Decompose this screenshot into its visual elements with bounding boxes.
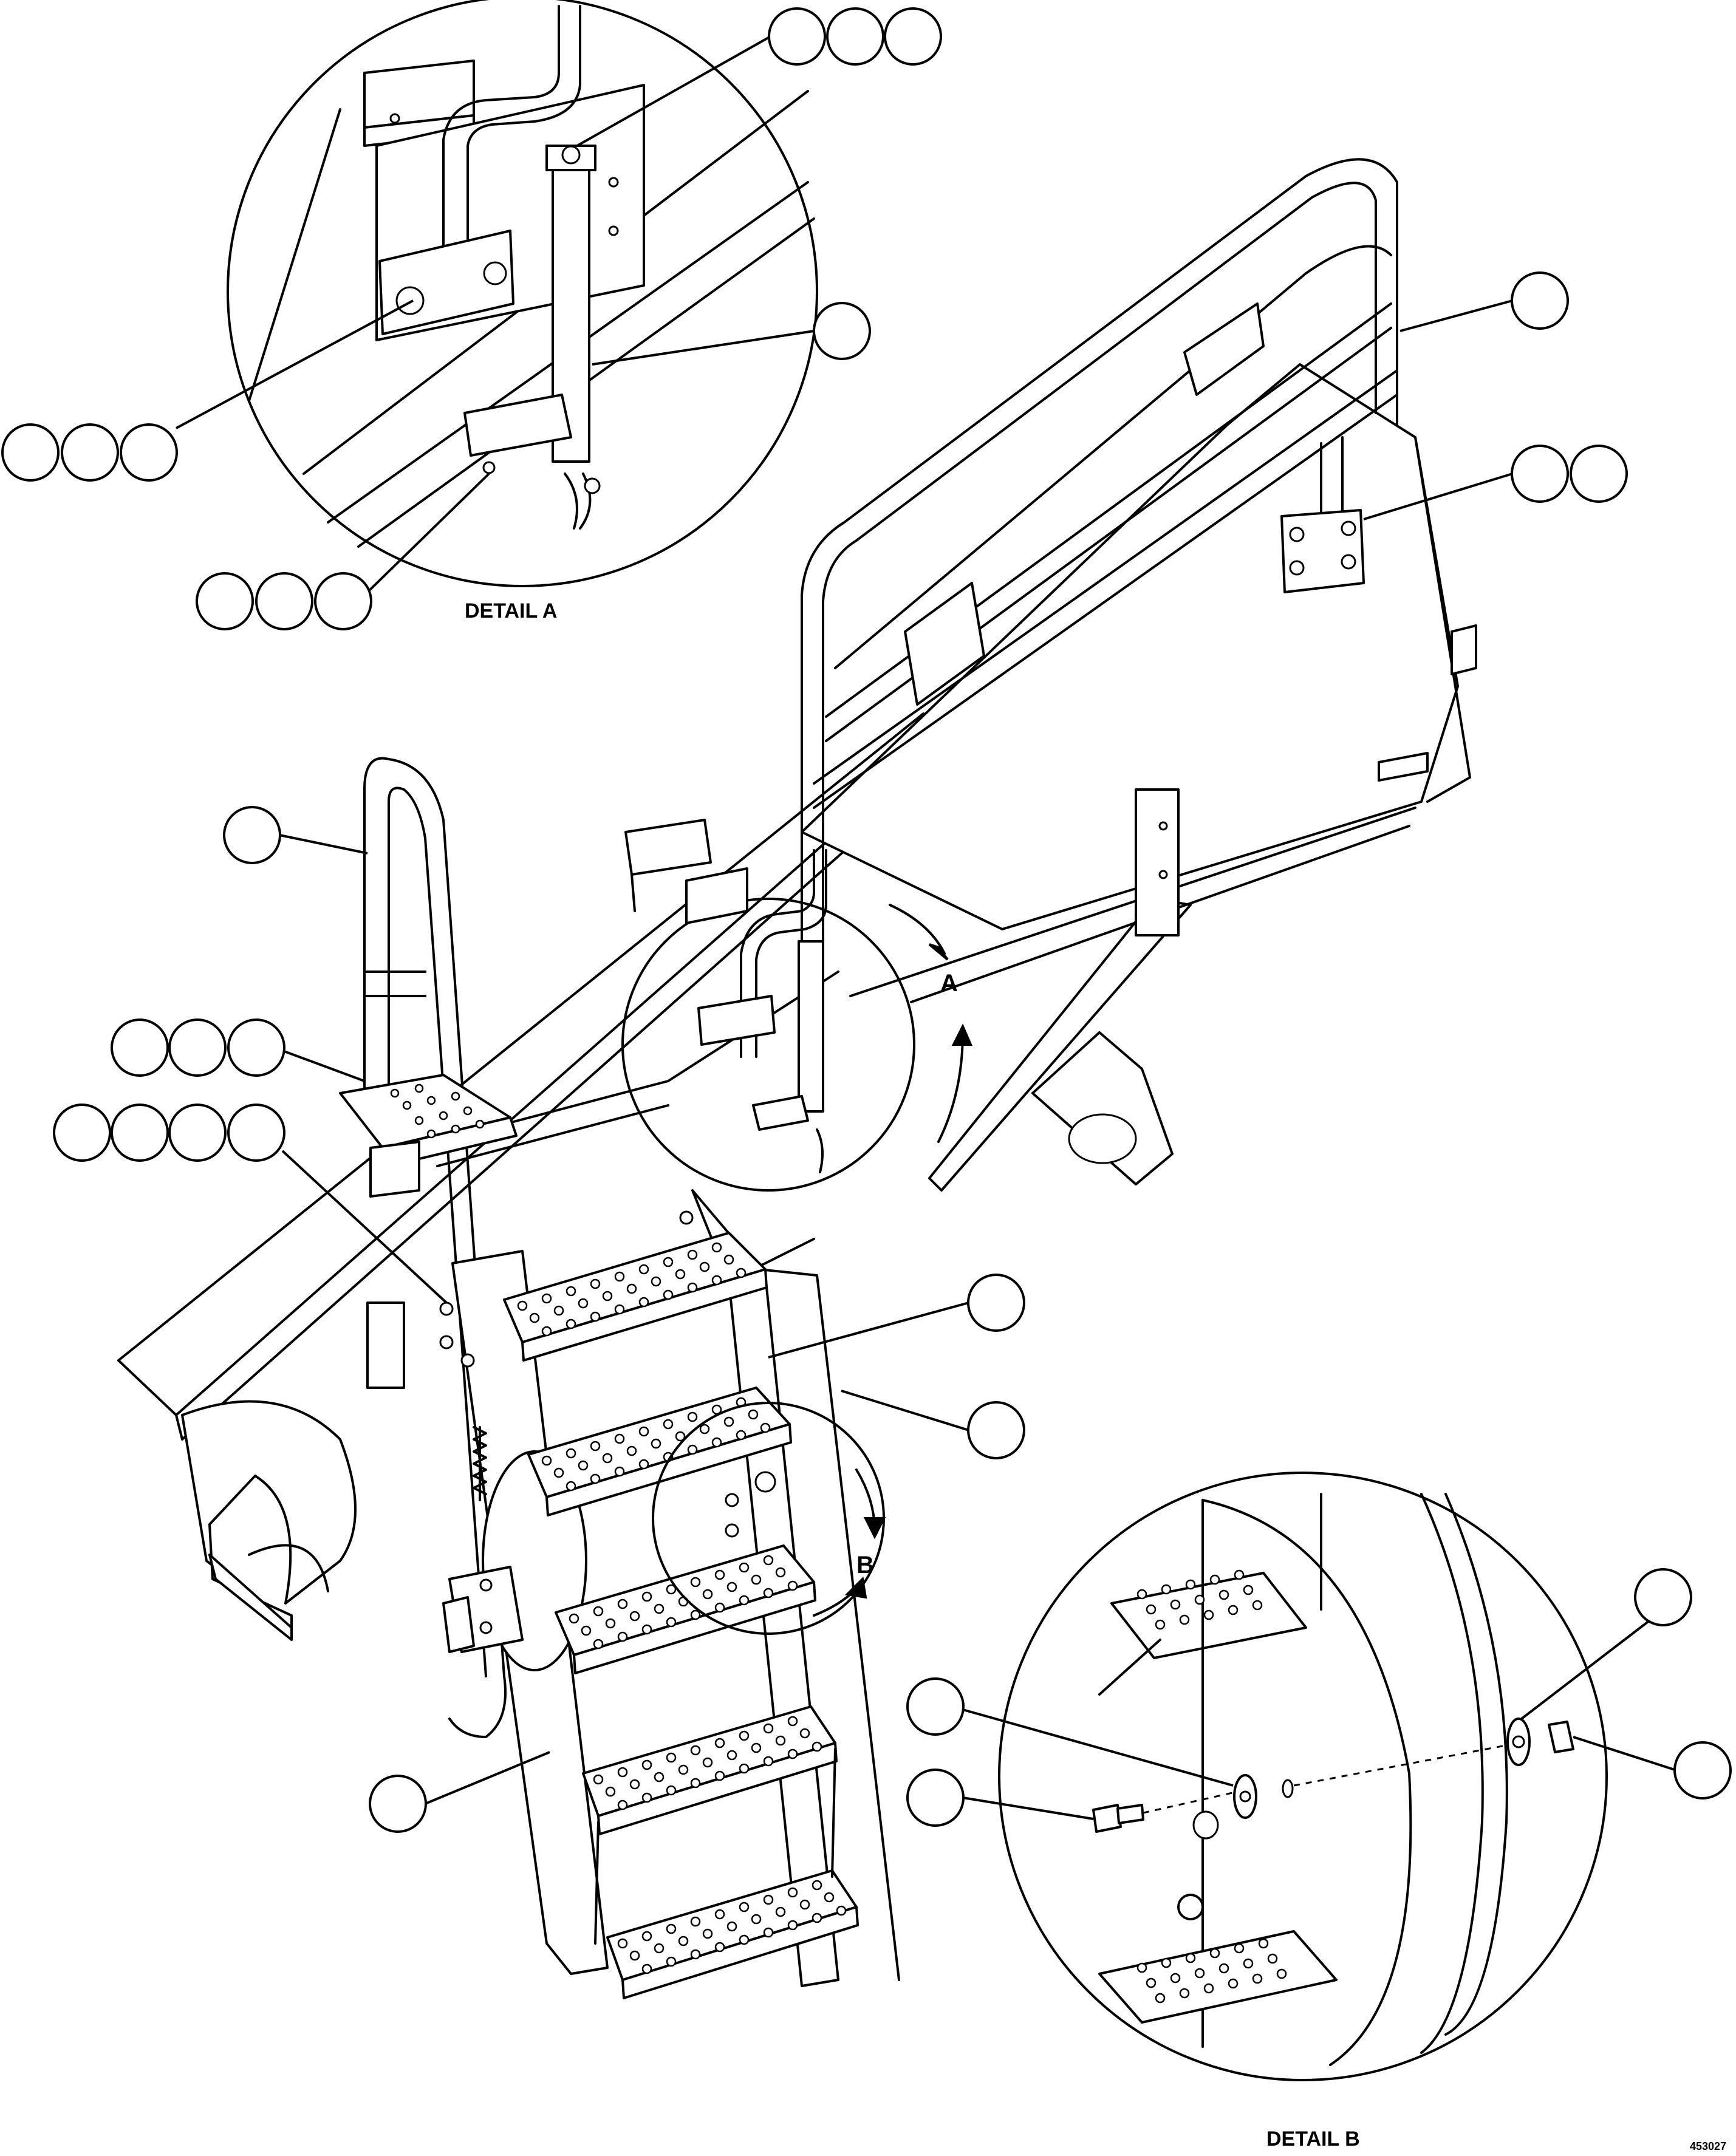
- ladder-steps: [390, 1083, 859, 1999]
- detail-b-view: [998, 1472, 1608, 2081]
- detail-a-reference: A: [621, 849, 973, 1192]
- view-marker-a: A: [940, 970, 958, 997]
- callout-bubble: [168, 1018, 227, 1077]
- callout-bubble: [196, 572, 254, 630]
- callout-bubble: [1511, 445, 1569, 503]
- callout-bubble: [369, 1775, 427, 1833]
- callout-bubble: [906, 1769, 965, 1827]
- callout-bubble: [967, 1274, 1025, 1332]
- callout-bubble: [813, 302, 871, 360]
- detail-a-view: [227, 0, 818, 587]
- callout-bubble: [111, 1104, 169, 1162]
- callout-bubble: [314, 572, 372, 630]
- callout-bubble: [227, 1104, 285, 1162]
- callout-bubble: [120, 423, 178, 482]
- callout-bubble: [826, 7, 884, 66]
- callout-bubble: [768, 7, 826, 66]
- callout-bubbles: [1, 7, 1732, 1833]
- ladder-handrail: [363, 757, 507, 1738]
- view-marker-b: B: [856, 1552, 874, 1578]
- callout-bubble: [61, 423, 119, 482]
- callout-bubble: [1634, 1568, 1692, 1626]
- detail-b-title: DETAIL B: [1266, 2127, 1360, 2151]
- callout-bubble: [1570, 445, 1628, 503]
- detail-a-title: DETAIL A: [465, 599, 557, 623]
- callout-bubble: [1673, 1741, 1732, 1800]
- upper-handrail: [801, 158, 1398, 949]
- callout-bubble: [1, 423, 60, 482]
- callout-bubble: [53, 1104, 111, 1162]
- callout-bubble: [906, 1677, 965, 1736]
- callout-bubble: [967, 1401, 1025, 1459]
- top-platform: [339, 1074, 518, 1198]
- callout-bubble: [227, 1018, 285, 1077]
- step-perforation-pattern: [390, 1083, 847, 1974]
- boom-frame: [117, 363, 1477, 1641]
- callout-bubble: [111, 1018, 169, 1077]
- callout-bubble: [223, 806, 281, 864]
- detail-b-reference: B: [652, 1402, 886, 1635]
- callout-bubble: [255, 572, 313, 630]
- drawing-number: 453027: [1690, 2140, 1726, 2152]
- callout-bubble: [168, 1104, 227, 1162]
- callout-bubble: [1511, 271, 1569, 330]
- callout-bubble: [884, 7, 942, 66]
